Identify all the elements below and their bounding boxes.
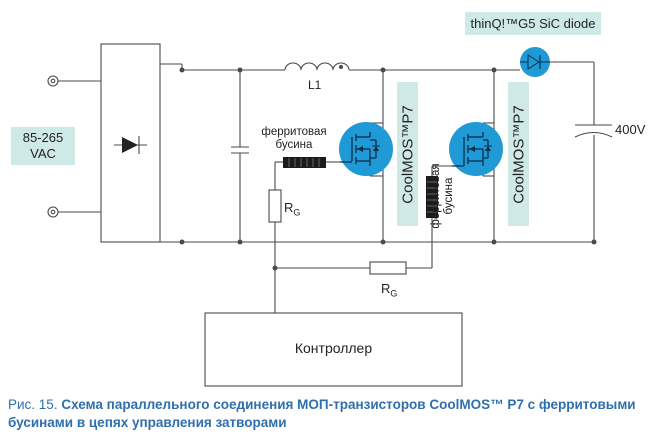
output-voltage-label: 400V	[615, 122, 646, 137]
ferrite-bead1	[283, 157, 326, 168]
mosfet2-icon	[449, 122, 503, 176]
input-voltage-line1: 85-265	[22, 130, 64, 145]
mosfet1-icon	[339, 122, 393, 176]
rg2-label: RG	[381, 281, 397, 299]
rg1-main: R	[284, 200, 294, 215]
controller-label: Контроллер	[294, 340, 373, 356]
mosfet1-label-box	[397, 82, 418, 226]
mosfet1-label: CoolMOS™P7	[399, 105, 417, 204]
circuit-schematic	[47, 43, 613, 387]
input-terminal-top-inner	[50, 78, 56, 84]
input-voltage-box	[11, 127, 75, 165]
input-terminal-top	[47, 75, 59, 87]
gate-resistor-rg1	[268, 189, 282, 223]
figure-caption: Рис. 15. Схема параллельного соединения …	[8, 396, 648, 432]
rg2-sub: G	[390, 288, 398, 299]
ferrite-bead2-label: ферритовая бусина	[430, 163, 458, 229]
rg1-label: RG	[284, 200, 300, 218]
diode-label: thinQ!™G5 SiC diode	[470, 16, 596, 31]
inductor-l1	[284, 62, 350, 71]
rectifier-block	[100, 43, 161, 243]
circuit-diagram: 85-265 VAC thinQ!™G5 SiC diode CoolMOS™P…	[11, 12, 646, 387]
ferrite-bead1-label: ферритовая бусина	[259, 126, 329, 152]
ferrite-bead2-line1: ферритовая	[430, 163, 442, 229]
rg2-main: R	[381, 281, 391, 296]
input-terminal-bottom-inner	[50, 209, 56, 215]
junctions	[179, 67, 597, 271]
mosfet2-label-box	[508, 82, 529, 226]
rg1-sub: G	[293, 207, 301, 218]
diode-label-box	[465, 12, 601, 35]
ferrite-bead2	[426, 176, 438, 218]
input-terminal-bottom	[47, 206, 59, 218]
controller-block	[204, 312, 463, 387]
gate-resistor-rg2	[369, 261, 407, 275]
input-voltage-line2: VAC	[30, 146, 56, 161]
mosfet2-label: CoolMOS™P7	[510, 105, 528, 204]
figure-number: Рис. 15.	[8, 397, 58, 412]
ferrite-bead2-line2: бусина	[443, 177, 455, 215]
ferrite-bead1-line2: бусина	[275, 139, 313, 151]
rectifier-diode-icon	[122, 137, 138, 153]
figure-caption-text: Схема параллельного соединения МОП-транз…	[8, 397, 636, 430]
inductor-label: L1	[308, 78, 322, 92]
ferrite-bead1-line1: ферритовая	[261, 126, 327, 138]
input-voltage-label: 85-265 VAC	[11, 130, 75, 162]
